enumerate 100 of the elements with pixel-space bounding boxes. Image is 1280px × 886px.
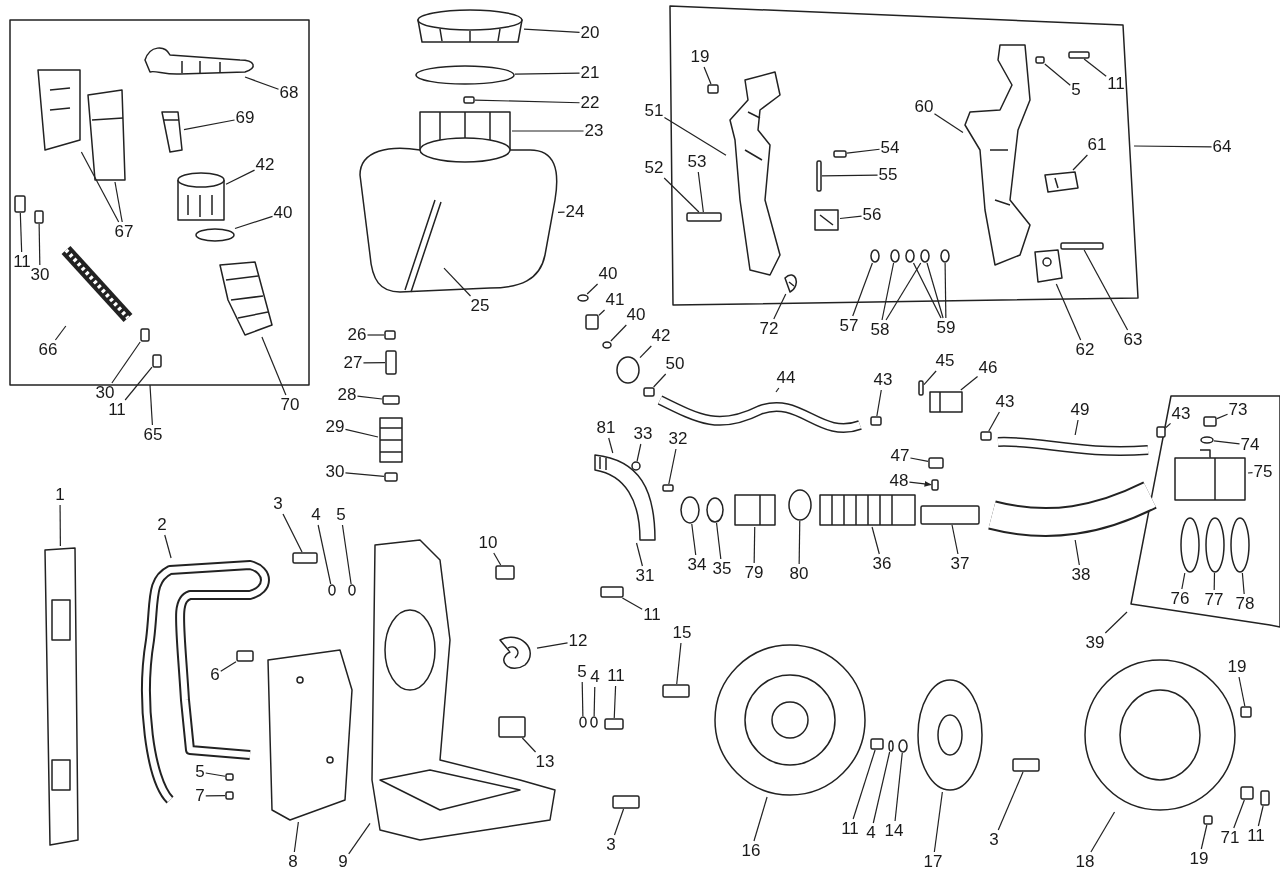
callout-number: 40 xyxy=(273,204,293,222)
leader-line xyxy=(676,642,682,685)
callout-number: 80 xyxy=(789,565,809,583)
leader-line xyxy=(1044,63,1071,86)
callout-number: 8 xyxy=(288,853,298,871)
leader-line xyxy=(1072,154,1088,171)
callout-number: 38 xyxy=(1071,566,1091,584)
leader-line xyxy=(344,428,379,438)
leader-line xyxy=(593,686,596,717)
leader-line xyxy=(356,395,383,400)
leader-line xyxy=(881,262,895,321)
leader-line xyxy=(1238,676,1246,707)
leader-line xyxy=(715,522,722,560)
callout-number: 78 xyxy=(1235,595,1255,613)
leader-line xyxy=(183,119,236,131)
callout-number: 55 xyxy=(878,166,898,184)
callout-number: 30 xyxy=(30,266,50,284)
leader-line xyxy=(608,437,614,454)
leader-line xyxy=(960,375,979,391)
callout-number: 46 xyxy=(978,359,998,377)
leader-line xyxy=(244,76,280,90)
leader-line xyxy=(653,373,667,388)
leader-line xyxy=(282,513,303,553)
leader-line xyxy=(613,685,617,719)
callout-number: 29 xyxy=(325,418,345,436)
leader-line xyxy=(225,169,256,185)
callout-number: 7 xyxy=(195,787,205,805)
leader-line xyxy=(164,534,172,559)
callout-number: 19 xyxy=(1227,658,1247,676)
leader-line xyxy=(697,171,704,213)
callout-number: 17 xyxy=(923,853,943,871)
leader-line xyxy=(1055,283,1082,341)
leader-line xyxy=(613,808,625,836)
callout-number: 11 xyxy=(607,667,625,685)
leader-line xyxy=(933,113,964,134)
callout-number: 33 xyxy=(633,425,653,443)
callout-number: 40 xyxy=(598,265,618,283)
callout-number: 48 xyxy=(889,472,909,490)
leader-line xyxy=(1241,572,1245,595)
leader-line xyxy=(951,524,959,555)
callout-number: 11 xyxy=(841,820,859,838)
callout-number: 4 xyxy=(590,668,600,686)
callout-number: 53 xyxy=(687,153,707,171)
callout-number: 79 xyxy=(744,564,764,582)
callout-number: 68 xyxy=(279,84,299,102)
leader-line xyxy=(1257,805,1264,827)
callout-number: 43 xyxy=(995,393,1015,411)
callout-number: 57 xyxy=(839,317,859,335)
callout-number: 75 xyxy=(1253,463,1273,481)
callout-number: 4 xyxy=(866,824,876,842)
callout-number: 14 xyxy=(884,822,904,840)
callout-number: 24 xyxy=(565,203,585,221)
callout-number: 2 xyxy=(157,516,167,534)
callout-number: 35 xyxy=(712,560,732,578)
leader-line xyxy=(773,293,787,320)
leader-line xyxy=(912,262,942,319)
leader-line xyxy=(852,262,873,317)
callout-number: 42 xyxy=(651,327,671,345)
leader-line xyxy=(205,772,226,777)
leader-line xyxy=(933,791,943,853)
callout-number: 81 xyxy=(596,419,616,437)
leader-line xyxy=(663,116,727,156)
callout-number: 72 xyxy=(759,320,779,338)
leader-line xyxy=(54,325,67,341)
leader-line xyxy=(1247,472,1254,474)
leader-line xyxy=(1074,419,1079,436)
callout-number: 3 xyxy=(989,831,999,849)
leader-line xyxy=(557,211,566,213)
callout-number: 19 xyxy=(690,48,710,66)
leader-line xyxy=(19,212,23,253)
callout-number: 5 xyxy=(195,763,205,781)
callout-number: 6 xyxy=(210,666,220,684)
leader-line xyxy=(443,267,472,297)
leader-line xyxy=(493,552,502,566)
callout-number: 52 xyxy=(644,159,664,177)
callout-number: 56 xyxy=(862,206,882,224)
leader-line xyxy=(514,72,581,75)
callout-number: 60 xyxy=(914,98,934,116)
callout-number: 50 xyxy=(665,355,685,373)
leader-line xyxy=(344,472,385,477)
leader-line xyxy=(114,181,123,223)
leader-line xyxy=(1200,824,1208,850)
callout-number: 44 xyxy=(776,369,796,387)
leader-line xyxy=(1216,413,1229,420)
callout-number: 22 xyxy=(580,94,600,112)
leader-line xyxy=(261,336,287,396)
leader-line xyxy=(1083,249,1129,331)
leader-line xyxy=(362,361,386,364)
leader-line xyxy=(872,751,891,824)
leader-line xyxy=(38,223,41,266)
callout-number: 11 xyxy=(1107,75,1125,93)
leader-line xyxy=(798,520,801,565)
leader-line xyxy=(775,387,780,393)
leader-line xyxy=(997,771,1024,831)
callout-number: 51 xyxy=(644,102,664,120)
callout-number: 45 xyxy=(935,352,955,370)
leader-line xyxy=(821,174,879,177)
leader-line xyxy=(317,524,332,585)
callout-number: 26 xyxy=(347,326,367,344)
callout-number: 73 xyxy=(1228,401,1248,419)
